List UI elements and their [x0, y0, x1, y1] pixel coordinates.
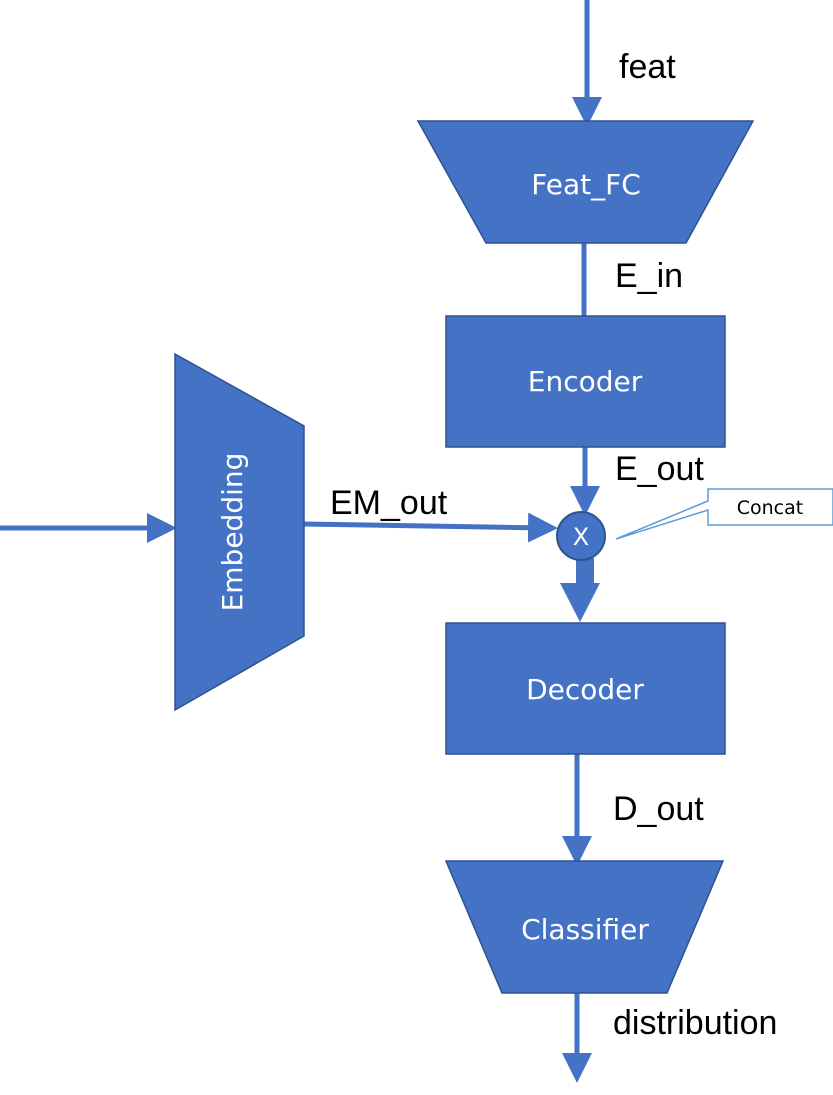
embedding-label: Embedding [216, 453, 249, 612]
concat-to-decoder-shaft [576, 558, 594, 584]
encoder-label: Encoder [528, 365, 643, 398]
classifier-label: Classifier [521, 913, 649, 946]
feat-label: feat [619, 48, 676, 86]
em-out-arrow [302, 512, 558, 543]
distribution-label: distribution [613, 1004, 777, 1042]
feat-fc-label: Feat_FC [531, 168, 641, 201]
d-out-label: D_out [613, 790, 704, 828]
concat-operator: X [556, 511, 606, 561]
e-in-label: E_in [615, 257, 683, 295]
encoder-block: Encoder [445, 315, 726, 448]
concat-operator-symbol: X [573, 523, 589, 551]
classifier-block: Classifier [444, 860, 725, 994]
decoder-label: Decoder [526, 673, 644, 706]
em-out-label: EM_out [330, 484, 448, 522]
concat-callout-label: Concat [737, 497, 803, 519]
concat-to-decoder-arrowhead [560, 583, 600, 622]
feat-fc-block: Feat_FC [416, 120, 755, 244]
e-out-label: E_out [615, 450, 704, 488]
embedding-block: Embedding [174, 352, 305, 712]
decoder-block: Decoder [445, 622, 726, 755]
concat-callout: Concat [615, 488, 833, 540]
